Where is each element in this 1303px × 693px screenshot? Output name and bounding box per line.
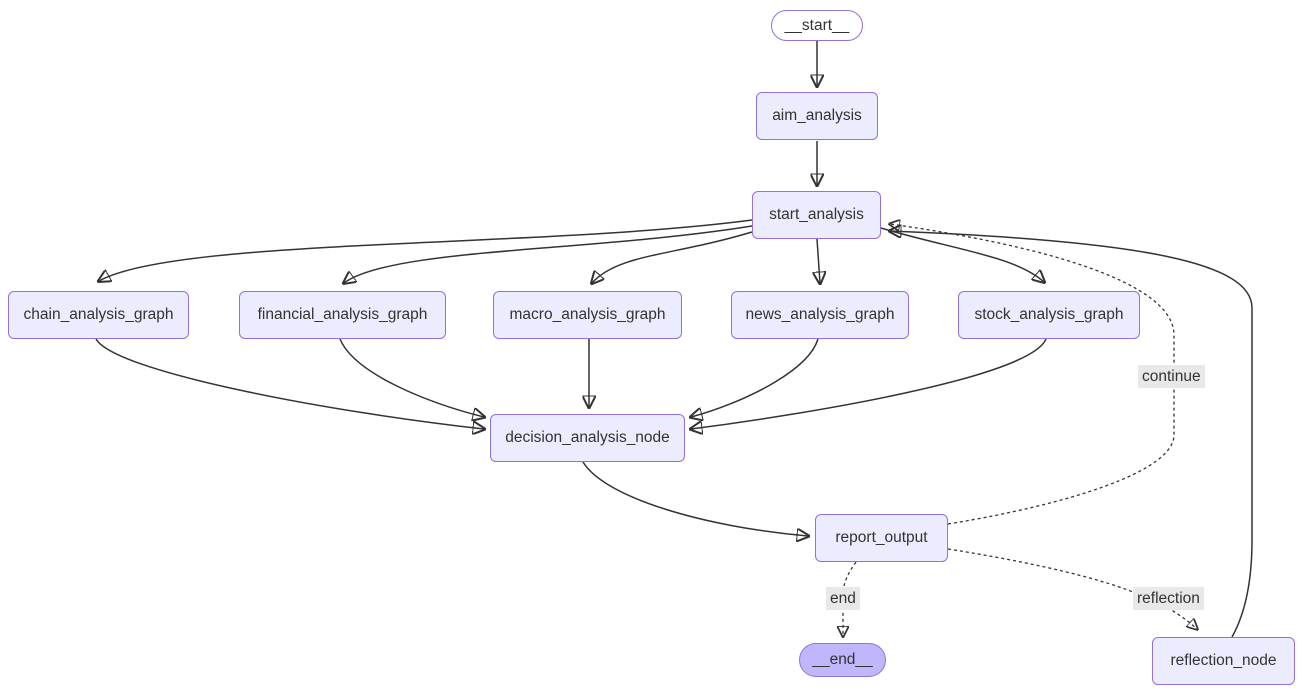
edge-report-to-reflection [947, 548, 1197, 629]
node-macro-analysis-graph: macro_analysis_graph [493, 291, 682, 339]
edge-start-to-chain [99, 219, 753, 281]
edge-report-to-start-continue [890, 224, 1175, 525]
edge-start-to-macro [592, 231, 753, 283]
node-stock-analysis-graph: stock_analysis_graph [958, 291, 1140, 339]
node-chain-analysis-graph: chain_analysis_graph [8, 291, 189, 339]
edge-stock-to-decision [691, 338, 1047, 429]
node-start-label: __start__ [784, 16, 850, 34]
node-decision-analysis-node-label: decision_analysis_node [505, 429, 670, 446]
node-chain-analysis-graph-label: chain_analysis_graph [23, 306, 174, 323]
edge-label-end: end [826, 587, 860, 610]
edge-start-to-financial [344, 225, 753, 283]
edge-decision-to-report [582, 461, 808, 536]
node-end: __end__ [799, 643, 886, 677]
edge-label-continue: continue [1138, 365, 1205, 388]
node-report-output: report_output [815, 514, 948, 562]
edge-news-to-decision [691, 338, 819, 417]
edge-chain-to-decision [95, 338, 484, 429]
node-start-analysis-label: start_analysis [769, 206, 864, 223]
edge-report-to-end [843, 561, 857, 636]
node-macro-analysis-graph-label: macro_analysis_graph [509, 306, 666, 323]
edge-start-to-stock [880, 227, 1044, 282]
node-aim-analysis-label: aim_analysis [772, 107, 862, 124]
edge-financial-to-decision [339, 338, 484, 417]
node-reflection-node-label: reflection_node [1170, 652, 1277, 669]
node-financial-analysis-graph-label: financial_analysis_graph [257, 306, 428, 323]
node-financial-analysis-graph: financial_analysis_graph [239, 291, 446, 339]
edge-reflection-to-start [890, 231, 1253, 638]
node-news-analysis-graph-label: news_analysis_graph [745, 306, 895, 323]
node-start: __start__ [771, 10, 863, 41]
edge-start-to-news [817, 238, 820, 283]
node-reflection-node: reflection_node [1152, 637, 1295, 685]
edge-label-reflection: reflection [1133, 587, 1204, 610]
node-report-output-label: report_output [835, 529, 928, 546]
node-aim-analysis: aim_analysis [756, 92, 878, 140]
node-end-label: __end__ [812, 651, 873, 668]
node-stock-analysis-graph-label: stock_analysis_graph [974, 306, 1124, 323]
node-decision-analysis-node: decision_analysis_node [490, 414, 685, 462]
node-news-analysis-graph: news_analysis_graph [731, 291, 909, 339]
node-start-analysis: start_analysis [752, 191, 881, 239]
